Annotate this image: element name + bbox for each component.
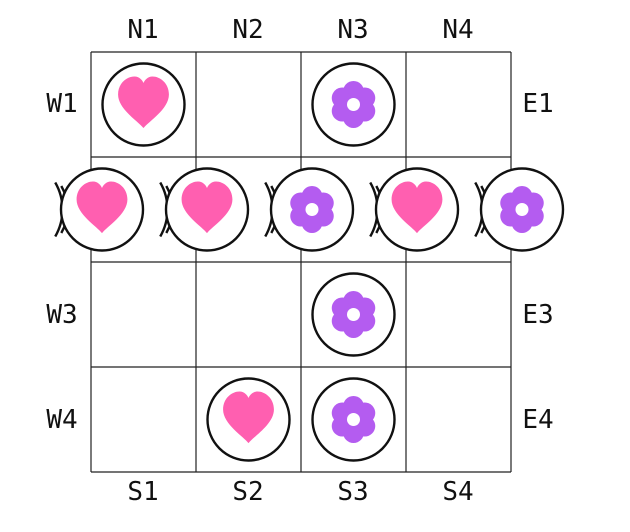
sliding-token-3-flower[interactable] — [264, 167, 355, 252]
column-label-n2[interactable]: N2 — [232, 15, 264, 45]
row-label-e4[interactable]: E4 — [522, 405, 554, 435]
token-r4c3-flower[interactable] — [311, 377, 396, 462]
row-label-w3[interactable]: W3 — [46, 300, 78, 330]
heart-icon — [118, 76, 169, 129]
heart-icon — [76, 181, 128, 234]
flower-icon — [331, 396, 376, 443]
board-grid — [90, 51, 512, 473]
flower-icon — [331, 291, 376, 338]
heart-icon — [181, 181, 233, 234]
flower-icon — [290, 186, 334, 233]
flower-icon — [500, 186, 544, 233]
token-r4c2-heart[interactable] — [206, 377, 291, 462]
column-label-s4[interactable]: S4 — [442, 477, 474, 507]
token-r1c3-flower[interactable] — [311, 62, 396, 147]
row-label-e3[interactable]: E3 — [522, 300, 554, 330]
sliding-token-4-heart[interactable] — [369, 167, 460, 252]
row-label-w4[interactable]: W4 — [46, 405, 78, 435]
column-label-n1[interactable]: N1 — [127, 15, 159, 45]
heart-icon — [223, 391, 274, 444]
column-label-n4[interactable]: N4 — [442, 15, 474, 45]
sliding-token-2-heart[interactable] — [159, 167, 250, 252]
column-label-s2[interactable]: S2 — [232, 477, 264, 507]
heart-icon — [391, 181, 443, 234]
token-r3c3-flower[interactable] — [311, 272, 396, 357]
sliding-token-5-flower[interactable] — [474, 167, 565, 252]
row-label-w1[interactable]: W1 — [46, 89, 78, 119]
flower-icon — [331, 81, 376, 128]
column-label-s3[interactable]: S3 — [337, 477, 369, 507]
sliding-token-1-heart[interactable] — [54, 167, 145, 252]
token-r1c1-heart[interactable] — [101, 62, 186, 147]
column-label-n3[interactable]: N3 — [337, 15, 369, 45]
row-label-e1[interactable]: E1 — [522, 89, 554, 119]
token-layer — [54, 62, 565, 462]
column-label-s1[interactable]: S1 — [127, 477, 159, 507]
